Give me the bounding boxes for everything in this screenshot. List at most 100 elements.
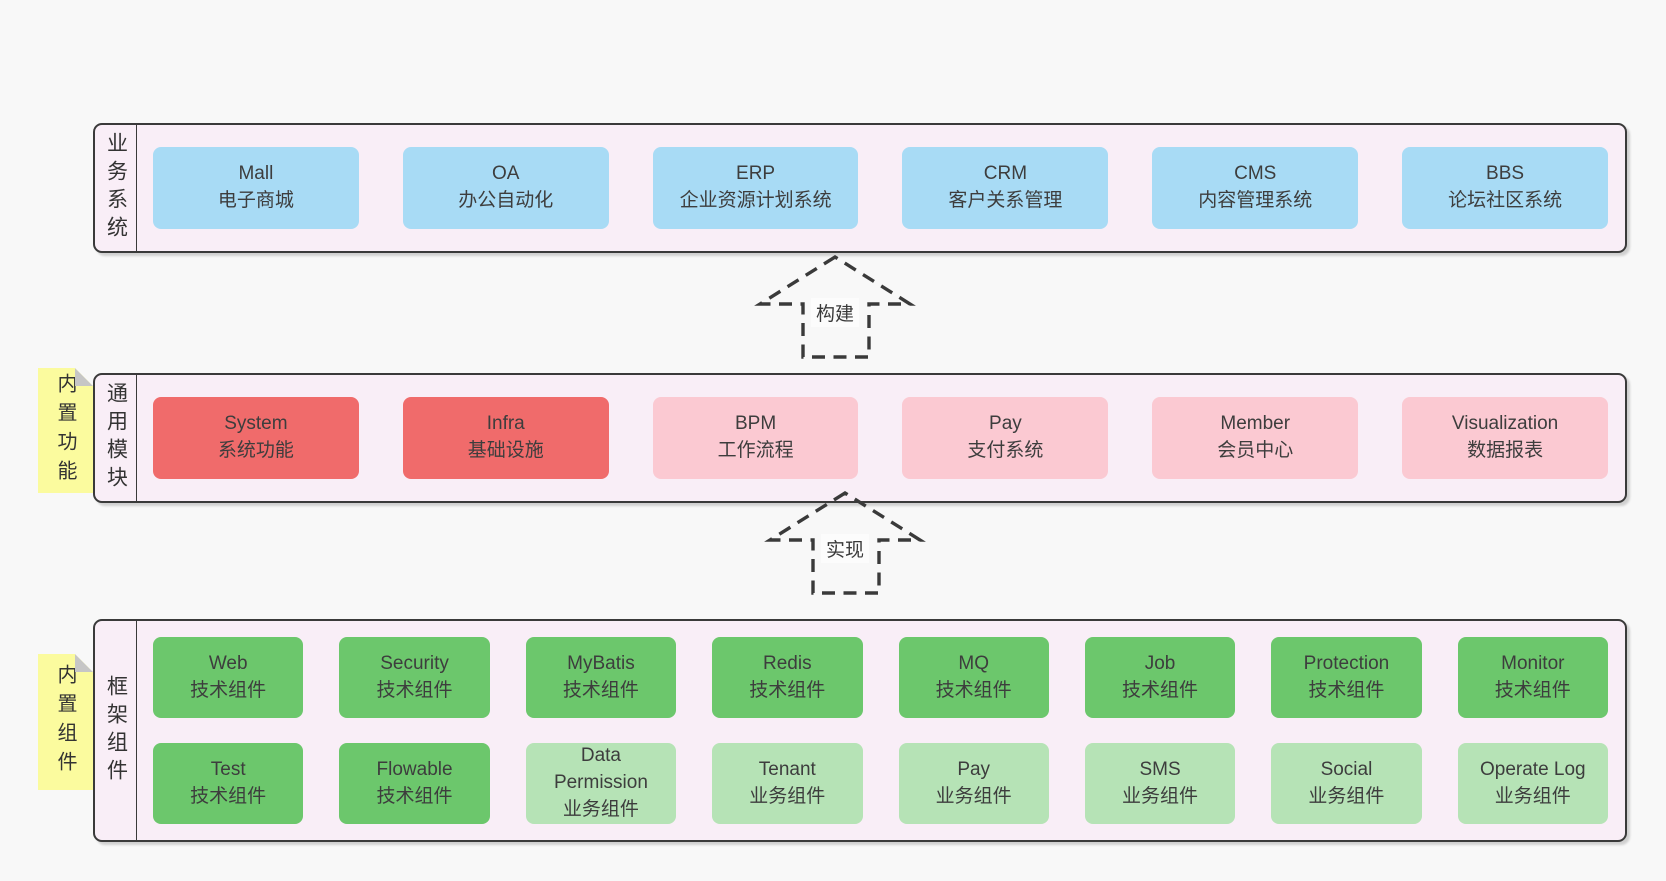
box-desc-label: 系统功能 xyxy=(217,440,294,461)
box-name-label: BPM xyxy=(734,413,777,435)
box-desc-label: 技术组件 xyxy=(190,785,267,807)
box-name-label: Social xyxy=(1320,758,1373,780)
box-desc-label: 业务组件 xyxy=(1494,785,1571,807)
box-name-label: CRM xyxy=(983,163,1028,185)
box-web: Web 技术组件 xyxy=(153,637,304,718)
box-desc-label: 电子商城 xyxy=(217,190,294,211)
box-desc-label: 办公自动化 xyxy=(458,190,554,211)
box-name-label: ERP xyxy=(736,163,776,185)
box-visualization: Visualization 数据报表 xyxy=(1402,397,1608,479)
box-oa: OA 办公自动化 xyxy=(402,147,609,229)
build-arrow: 构建 xyxy=(750,252,920,362)
business-systems-content: Mall 电子商城 OA 办公自动化 ERP 企业资源计划系统 CRM 客户关系… xyxy=(137,125,1625,251)
box-erp: ERP 企业资源计划系统 xyxy=(652,147,859,229)
box-bbs: BBS 论坛社区系统 xyxy=(1402,147,1608,229)
framework-components-content: Web 技术组件 Security 技术组件 MyBatis 技术组件 Redi… xyxy=(137,621,1625,840)
box-operate-log: Operate Log 业务组件 xyxy=(1457,743,1608,824)
box-desc-label: 内容管理系统 xyxy=(1198,190,1313,211)
box-name-label: OA xyxy=(492,163,520,185)
box-desc-label: 业务组件 xyxy=(935,785,1012,807)
box-name-label: Mall xyxy=(238,163,274,185)
box-crm: CRM 客户关系管理 xyxy=(902,147,1109,229)
box-name-label: Pay xyxy=(989,413,1022,435)
box-desc-label: 工作流程 xyxy=(717,440,794,461)
box-name-label: Redis xyxy=(763,652,812,674)
box-name-label: Flowable xyxy=(376,758,453,780)
box-member: Member 会员中心 xyxy=(1152,397,1359,479)
box-desc-label: 业务组件 xyxy=(749,785,826,807)
box-name-label: BBS xyxy=(1486,163,1525,185)
box-desc-label: 业务组件 xyxy=(1308,785,1385,807)
box-desc-label: 企业资源计划系统 xyxy=(679,190,832,211)
box-name-label: SMS xyxy=(1139,758,1181,780)
box-name-label: MQ xyxy=(958,652,989,674)
box-system: System 系统功能 xyxy=(153,397,359,479)
box-desc-label: 技术组件 xyxy=(190,679,267,701)
box-name-label: Tenant xyxy=(758,758,816,780)
box-job: Job 技术组件 xyxy=(1084,637,1236,718)
box-desc-label: 技术组件 xyxy=(1308,679,1385,701)
box-social: Social 业务组件 xyxy=(1271,743,1422,824)
box-pay-biz: Pay 业务组件 xyxy=(898,743,1049,824)
common-modules-content: System 系统功能 Infra 基础设施 BPM 工作流程 Pay 支付系统… xyxy=(137,375,1625,501)
box-desc-label: 技术组件 xyxy=(749,679,826,701)
dashed-up-arrow-icon xyxy=(754,254,916,359)
box-sms: SMS 业务组件 xyxy=(1084,743,1236,824)
box-desc-label: 业务组件 xyxy=(1122,785,1199,807)
common-modules-layer: 通用模块 System 系统功能 Infra 基础设施 BPM 工作流程 Pay… xyxy=(93,373,1627,503)
box-mq: MQ 技术组件 xyxy=(898,637,1049,718)
box-monitor: Monitor 技术组件 xyxy=(1457,637,1608,718)
box-mybatis: MyBatis 技术组件 xyxy=(525,637,677,718)
box-desc-label: 技术组件 xyxy=(562,679,639,701)
layer-title-text: 框架组件 xyxy=(104,674,128,787)
framework-components-layer: 框架组件 Web 技术组件 Security 技术组件 MyBatis 技术组件… xyxy=(93,619,1627,842)
box-protection: Protection 技术组件 xyxy=(1271,637,1422,718)
built-in-features-note: 内置功能 xyxy=(38,368,93,493)
dashed-up-arrow-icon xyxy=(764,490,926,595)
box-desc-label: 技术组件 xyxy=(376,785,453,807)
box-name-label: Pay xyxy=(957,758,991,780)
box-desc-label: 业务组件 xyxy=(562,798,639,820)
box-security: Security 技术组件 xyxy=(339,637,490,718)
business-systems-layer: 业务系统 Mall 电子商城 OA 办公自动化 ERP 企业资源计划系统 CRM… xyxy=(93,123,1627,253)
framework-components-layer-title: 框架组件 xyxy=(95,621,137,840)
box-desc-label: 技术组件 xyxy=(376,679,453,701)
box-name-label: System xyxy=(224,413,288,435)
box-desc-label: 客户关系管理 xyxy=(948,190,1063,211)
box-desc-label: 数据报表 xyxy=(1467,440,1544,461)
note-text: 内置组件 xyxy=(54,664,76,780)
box-data-permission: Data Permission 业务组件 xyxy=(525,743,677,824)
built-in-components-note: 内置组件 xyxy=(38,654,93,790)
build-arrow-label: 构建 xyxy=(810,298,860,327)
box-name-label: Infra xyxy=(486,413,525,435)
box-name-label: Visualization xyxy=(1451,413,1559,435)
layer-title-text: 业务系统 xyxy=(104,132,128,244)
implement-arrow: 实现 xyxy=(760,488,930,598)
box-bpm: BPM 工作流程 xyxy=(652,397,859,479)
box-desc-label: 技术组件 xyxy=(1494,679,1571,701)
box-pay: Pay 支付系统 xyxy=(902,397,1109,479)
box-desc-label: 基础设施 xyxy=(467,440,544,461)
box-name-label: CMS xyxy=(1234,163,1277,185)
box-name-label: Test xyxy=(210,758,246,780)
box-flowable: Flowable 技术组件 xyxy=(339,743,490,824)
box-name-label: Protection xyxy=(1303,652,1390,674)
box-name-label: Job xyxy=(1144,652,1176,674)
box-tenant: Tenant 业务组件 xyxy=(712,743,863,824)
box-redis: Redis 技术组件 xyxy=(712,637,863,718)
box-name-label: Security xyxy=(380,652,449,674)
box-name-label: Web xyxy=(208,652,248,674)
box-test: Test 技术组件 xyxy=(153,743,304,824)
folded-corner-icon xyxy=(75,368,93,386)
box-desc-label: 技术组件 xyxy=(1122,679,1199,701)
box-desc-label: 技术组件 xyxy=(935,679,1012,701)
box-name-label: Member xyxy=(1220,413,1291,435)
box-name-label: Operate Log xyxy=(1479,758,1586,780)
box-cms: CMS 内容管理系统 xyxy=(1152,147,1359,229)
box-desc-label: 会员中心 xyxy=(1217,440,1294,461)
common-modules-layer-title: 通用模块 xyxy=(95,375,137,501)
business-systems-layer-title: 业务系统 xyxy=(95,125,137,251)
box-desc-label: 支付系统 xyxy=(967,440,1044,461)
box-desc-label: 论坛社区系统 xyxy=(1448,190,1563,211)
